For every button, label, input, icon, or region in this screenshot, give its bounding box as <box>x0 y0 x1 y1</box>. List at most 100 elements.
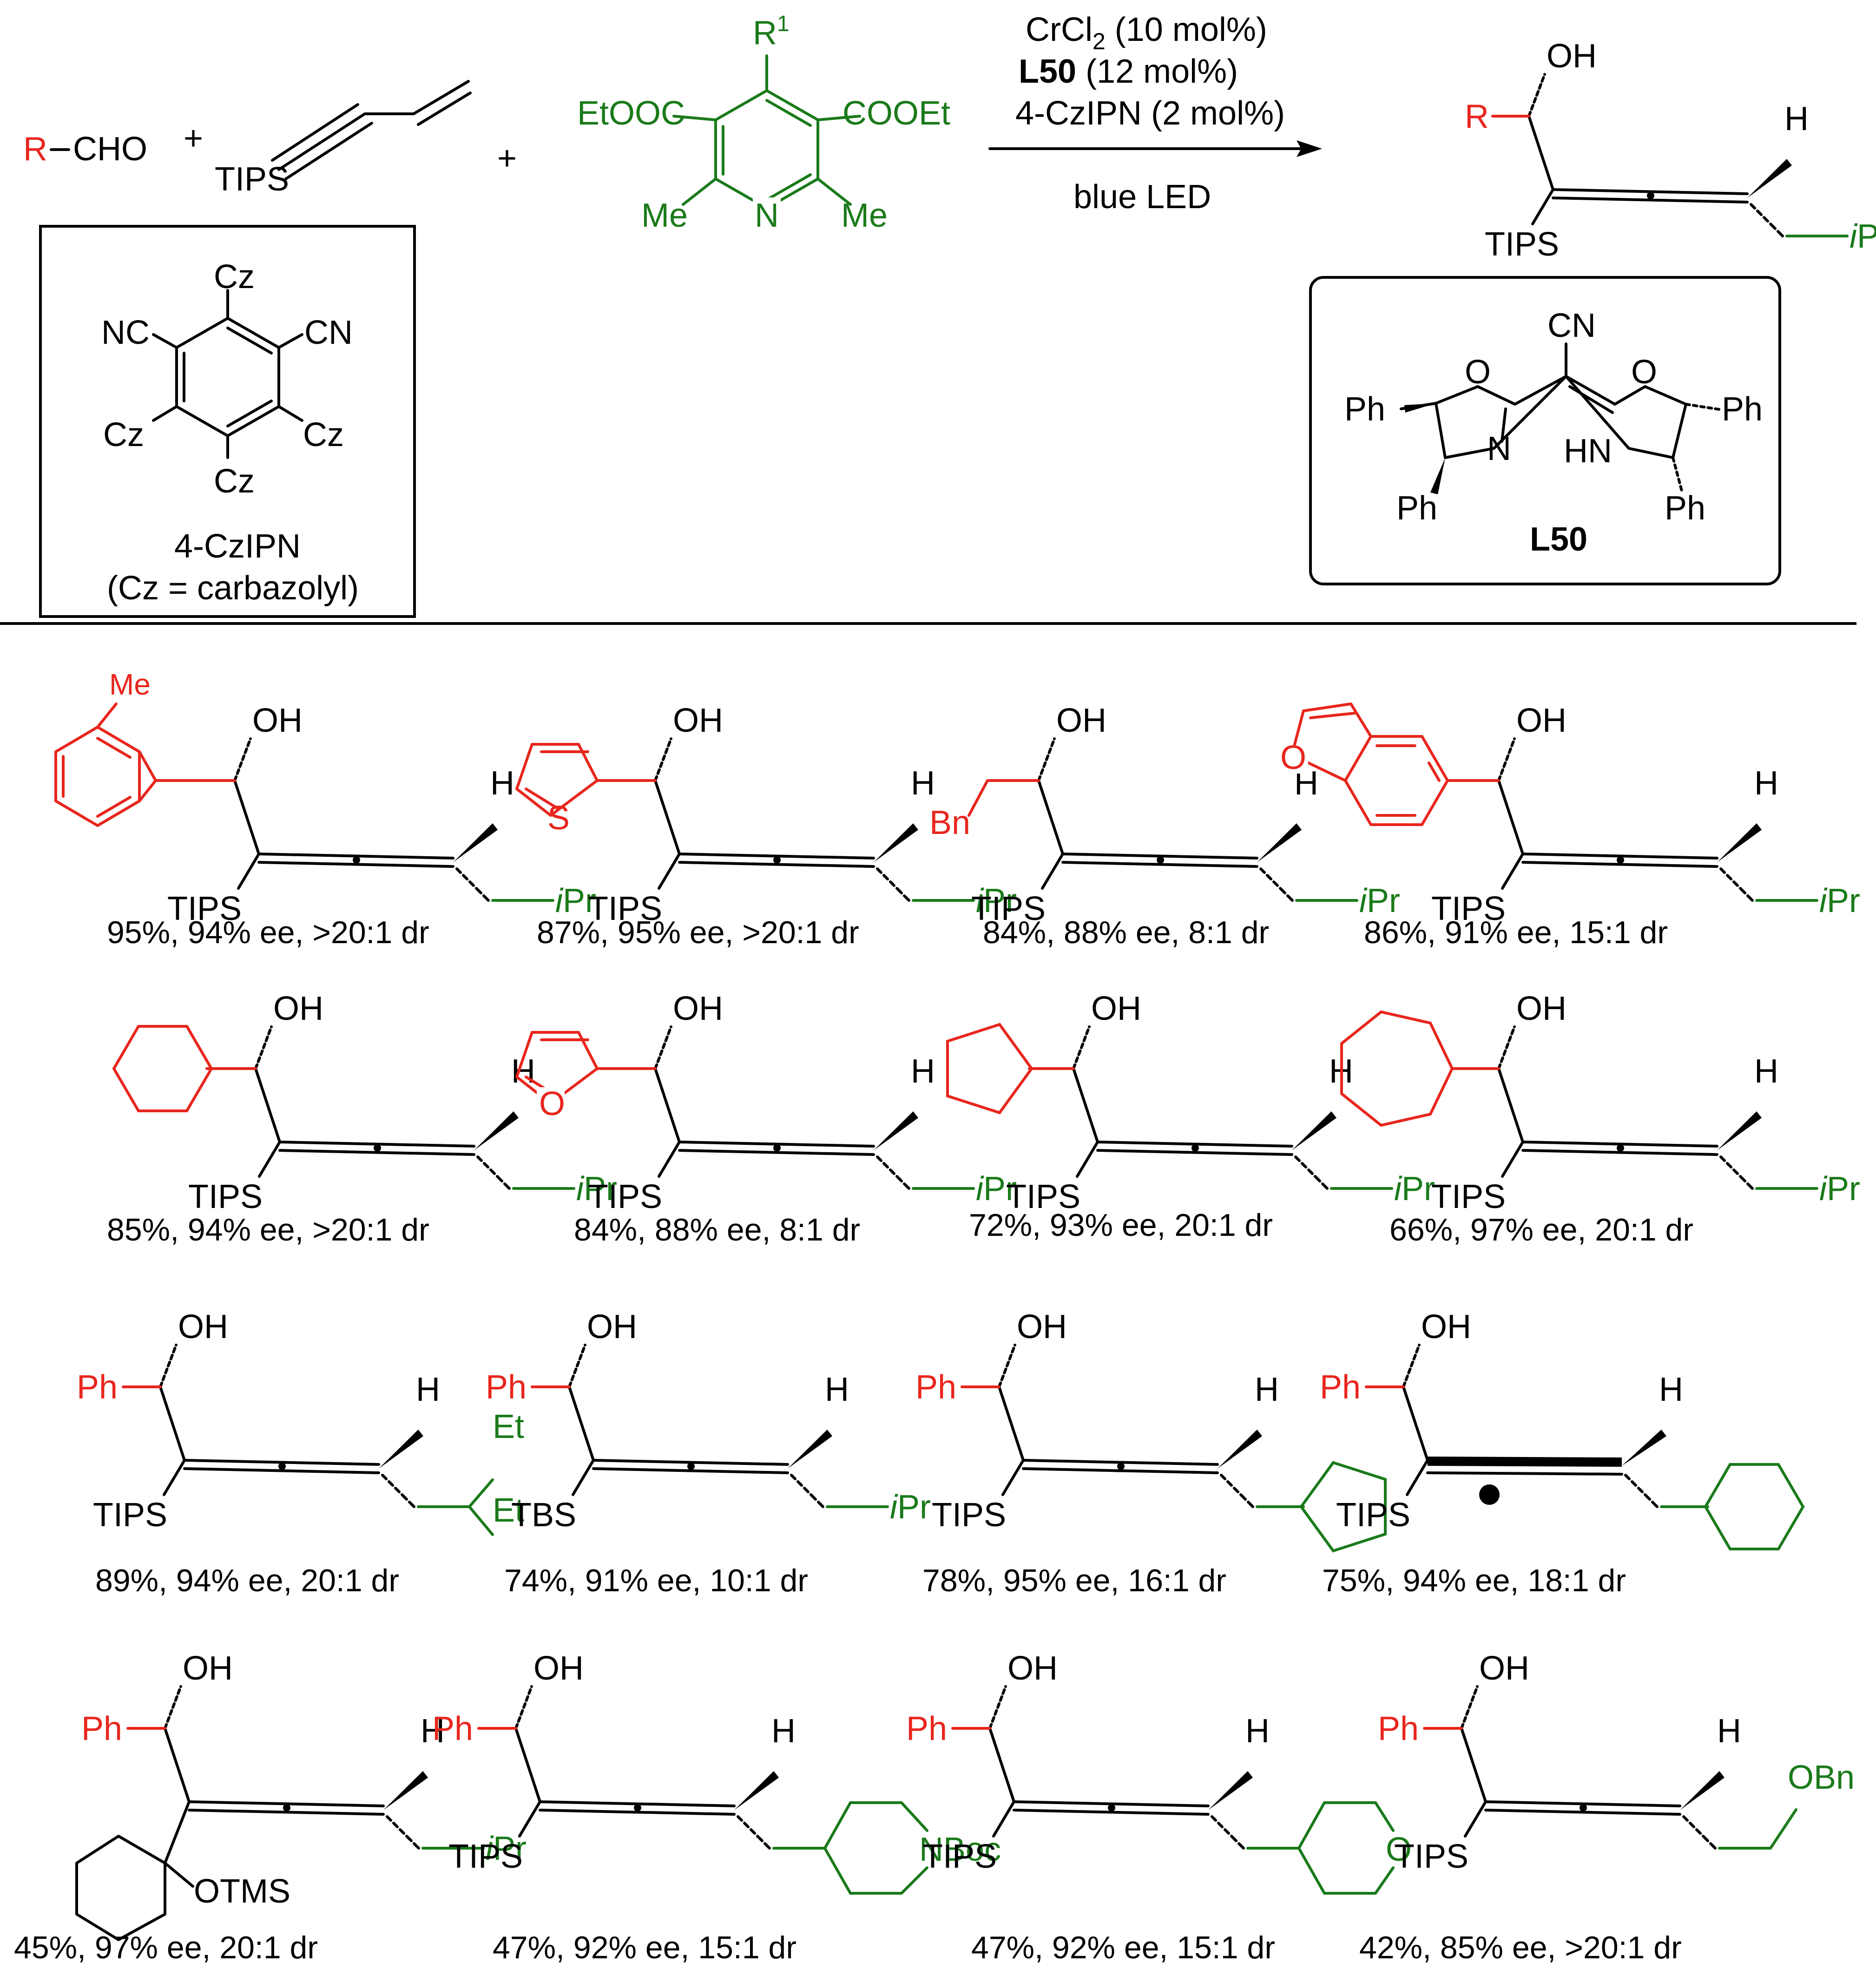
result-pentan-3-yl: 89%, 94% ee, 20:1 dr <box>95 1563 399 1598</box>
product-cyclopentyl: OH H TIPS iPr <box>948 990 1435 1215</box>
nc-label: NC <box>101 314 150 351</box>
tips-label: TIPS <box>1431 890 1506 927</box>
reaction-equation: R CHO + TIPS + R1 EtOOC COOEt Me Me N <box>23 11 1876 263</box>
o-label: O <box>539 1085 565 1122</box>
tips-label: TIPS <box>1431 1178 1506 1215</box>
oh-label: OH <box>1516 990 1567 1027</box>
ligand-n-left: N <box>1487 430 1511 467</box>
h-label: H <box>771 1713 796 1750</box>
product-thienyl: S OH H TIPS iPr <box>515 702 1017 927</box>
ligand-hn: HN <box>1564 433 1612 470</box>
h-label: H <box>911 1053 935 1090</box>
oh-label: OH <box>587 1308 637 1345</box>
result-furyl: 84%, 88% ee, 8:1 dr <box>574 1212 860 1247</box>
general-product-ipr: iPr <box>1850 218 1876 255</box>
ph-label: Ph <box>486 1369 527 1406</box>
product-furyl: O OH H TIPS iPr <box>515 990 1017 1215</box>
h-label: H <box>1717 1713 1741 1750</box>
tips-label: TIPS <box>1006 1178 1080 1215</box>
o-label: O <box>1280 739 1306 776</box>
result-cycloheptyl: 66%, 97% ee, 20:1 dr <box>1389 1212 1693 1247</box>
catalyst-box: Cz Cz Cz Cz NC CN 4-CzIPN (Cz = carbazol… <box>39 225 416 618</box>
ipr-label: iPr <box>976 882 1017 919</box>
tips-label: TIPS <box>971 890 1046 927</box>
result-nboc-piperidinyl: 47%, 92% ee, 15:1 dr <box>493 1930 796 1965</box>
me-label: Me <box>109 668 151 701</box>
result-cyclohexyl: 85%, 94% ee, >20:1 dr <box>107 1212 429 1247</box>
oh-label: OH <box>1017 1308 1067 1345</box>
oh-label: OH <box>1516 702 1567 739</box>
ipr-label: iPr <box>1819 1170 1860 1208</box>
ligand-ph-1: Ph <box>1344 391 1385 428</box>
h-label: H <box>825 1371 849 1408</box>
aldehyde-r: R <box>23 131 47 168</box>
product-benzofuranyl: O OH H TIPS iPr <box>1280 702 1860 927</box>
product-tbs-ipr: Ph OH H TBS iPr <box>486 1308 931 1534</box>
oh-label: OH <box>673 990 723 1027</box>
product-cycloheptyl: OH H TIPS iPr <box>1342 990 1860 1215</box>
general-product-oh: OH <box>1547 38 1597 75</box>
ipr-label: iPr <box>890 1489 931 1526</box>
oh-label: OH <box>183 1650 233 1687</box>
condition-photocatalyst: 4-CzIPN (2 mol%) <box>1015 95 1285 132</box>
et-label-top: Et <box>493 1408 524 1445</box>
reaction-arrow <box>1297 140 1322 157</box>
result-tetrahydropyranyl: 47%, 92% ee, 15:1 dr <box>971 1930 1275 1965</box>
ligand-ph-4: Ph <box>1665 490 1705 527</box>
oh-label: OH <box>1056 702 1106 739</box>
product-tetrahydropyranyl: Ph O OH H TIPS <box>906 1650 1412 1895</box>
aldehyde-cho: CHO <box>73 131 147 168</box>
condition-crcl2: CrCl2 (10 mol%) <box>1026 11 1267 54</box>
general-product-r: R <box>1465 98 1489 135</box>
ipr-label: iPr <box>976 1170 1017 1208</box>
oh-label: OH <box>533 1650 584 1687</box>
tips-label: TIPS <box>1394 1838 1468 1875</box>
ph-label: Ph <box>1320 1369 1361 1406</box>
h-label: H <box>1659 1371 1683 1408</box>
hantzsch-left-ester: EtOOC <box>577 95 685 132</box>
result-tbs-ipr: 74%, 91% ee, 10:1 dr <box>504 1563 808 1598</box>
ipr-label: iPr <box>576 1170 617 1208</box>
product-benzyloxyethyl: Ph OBn OH H TIPS <box>1378 1650 1855 1875</box>
condition-ligand: L50 (12 mol%) <box>1019 53 1238 90</box>
plus-sign-1: + <box>184 120 203 157</box>
ph-label: Ph <box>906 1710 947 1747</box>
ipr-label: iPr <box>555 882 596 919</box>
h-label: H <box>1754 1053 1778 1090</box>
cn-label: CN <box>304 314 353 351</box>
h-label: H <box>1255 1371 1279 1408</box>
ph-label: Ph <box>81 1710 122 1747</box>
h-label: H <box>490 765 514 802</box>
nboc-label: NBoc <box>919 1831 1001 1868</box>
ligand-name: L50 <box>1530 521 1587 558</box>
oh-label: OH <box>178 1308 228 1345</box>
et-label-bottom: Et <box>493 1492 524 1529</box>
product-bn-ch2: Bn OH H TIPS iPr <box>929 702 1400 927</box>
o-label: O <box>1386 1831 1412 1868</box>
hantzsch-ester: R1 EtOOC COOEt Me Me N <box>577 12 950 234</box>
ph-label: Ph <box>915 1369 956 1406</box>
result-otms-cyclohexyl: 45%, 97% ee, 20:1 dr <box>14 1930 318 1965</box>
cz-left: Cz <box>103 416 144 453</box>
oh-label: OH <box>273 990 323 1027</box>
cz-top: Cz <box>214 258 255 295</box>
tips-label: TIPS <box>167 890 242 927</box>
catalyst-note: (Cz = carbazolyl) <box>107 570 359 607</box>
result-thienyl: 87%, 95% ee, >20:1 dr <box>537 915 859 950</box>
cz-bottom: Cz <box>214 463 255 500</box>
enyne-tips: TIPS <box>215 161 289 198</box>
otms-label: OTMS <box>194 1873 290 1910</box>
plus-sign-2: + <box>497 140 517 177</box>
result-cyclohexylmethyl: 75%, 94% ee, 18:1 dr <box>1322 1563 1626 1598</box>
tips-label: TIPS <box>188 1178 263 1215</box>
oh-label: OH <box>1007 1650 1058 1687</box>
bn-label: Bn <box>929 804 970 841</box>
ligand-box: CN O N Ph Ph O HN Ph Ph L50 <box>1309 276 1781 585</box>
h-label: H <box>1754 765 1778 802</box>
ipr-label: iPr <box>1359 882 1400 919</box>
product-otms-cyclohexyl: Ph OTMS OH H iPr <box>75 1650 527 1941</box>
ligand-ph-3: Ph <box>1722 391 1763 428</box>
oh-label: OH <box>1421 1308 1471 1345</box>
tips-label: TIPS <box>588 1178 662 1215</box>
ligand-ph-2: Ph <box>1396 490 1437 527</box>
